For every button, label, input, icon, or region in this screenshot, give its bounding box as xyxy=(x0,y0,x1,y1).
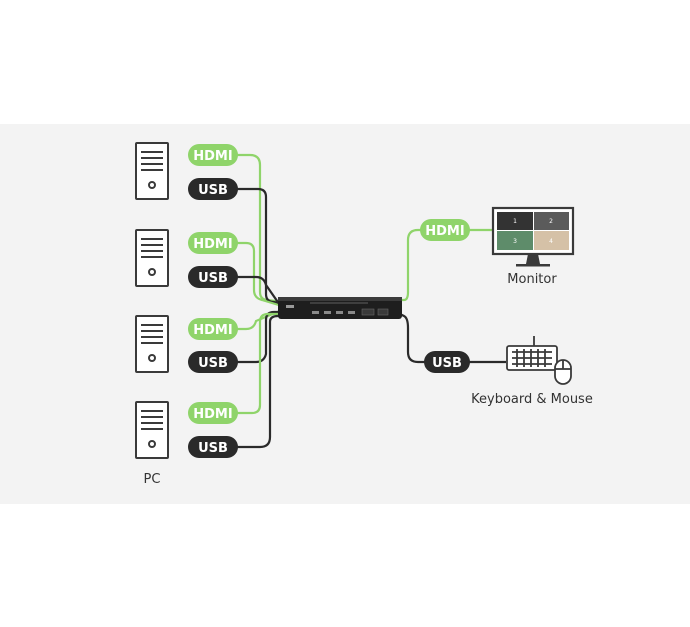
screen-quadrant-1 xyxy=(497,212,533,230)
usb-label-pc2: USB xyxy=(198,271,228,286)
screen-number-1: 1 xyxy=(513,218,517,225)
hdmi-pill-pc3 xyxy=(188,318,238,340)
hdmi-label-monitor: HDMI xyxy=(425,224,464,239)
monitor-icon: 1 2 3 4 xyxy=(491,206,575,267)
usb-cable-pc2 xyxy=(236,275,283,309)
screen-number-2: 2 xyxy=(549,218,553,225)
hdmi-label-pc3: HDMI xyxy=(193,323,232,338)
pc-tower-2 xyxy=(135,229,169,287)
usb-pill-pc4 xyxy=(188,436,238,458)
hdmi-cable-pc2 xyxy=(236,241,283,308)
keyboard-mouse-label: Keyboard & Mouse xyxy=(471,392,593,407)
pc-tower-3 xyxy=(135,315,169,373)
screen-quadrant-4 xyxy=(534,231,569,250)
hdmi-cable-pc3 xyxy=(236,308,283,331)
usb-pill-pc2 xyxy=(188,266,238,288)
kvm-switch xyxy=(278,297,402,319)
screen-quadrant-2 xyxy=(534,212,569,230)
pc-cable-labels: HDMI USB HDMI USB HDMI USB HDMI USB xyxy=(188,144,238,458)
screen-number-4: 4 xyxy=(549,238,553,245)
pc-tower-4 xyxy=(135,401,169,459)
screen-quadrant-3 xyxy=(497,231,533,250)
pc-tower-1 xyxy=(135,142,169,200)
hdmi-cable-pc4 xyxy=(236,312,282,415)
keyboard-mouse-icon xyxy=(506,336,572,385)
hdmi-label-pc4: HDMI xyxy=(193,407,232,422)
pc-label: PC xyxy=(144,472,161,487)
usb-pill-pc1 xyxy=(188,178,238,200)
hdmi-pill-pc4 xyxy=(188,402,238,424)
monitor-label: Monitor xyxy=(507,272,557,287)
usb-pill-keyboard xyxy=(424,351,470,373)
hdmi-label-pc2: HDMI xyxy=(193,237,232,252)
usb-pill-pc3 xyxy=(188,351,238,373)
usb-cable-keyboard xyxy=(399,313,506,364)
hdmi-pill-pc2 xyxy=(188,232,238,254)
screen-number-3: 3 xyxy=(513,238,517,245)
usb-label-pc1: USB xyxy=(198,183,228,198)
usb-cable-pc4 xyxy=(236,314,282,449)
usb-label-keyboard: USB xyxy=(432,356,462,371)
hdmi-pill-monitor xyxy=(420,219,470,241)
hdmi-pill-pc1 xyxy=(188,144,238,166)
usb-label-pc4: USB xyxy=(198,441,228,456)
output-cable-labels: HDMI USB xyxy=(420,219,470,373)
hdmi-label-pc1: HDMI xyxy=(193,149,232,164)
hdmi-cable-pc1 xyxy=(236,153,283,304)
usb-label-pc3: USB xyxy=(198,356,228,371)
pc-towers xyxy=(135,142,169,459)
